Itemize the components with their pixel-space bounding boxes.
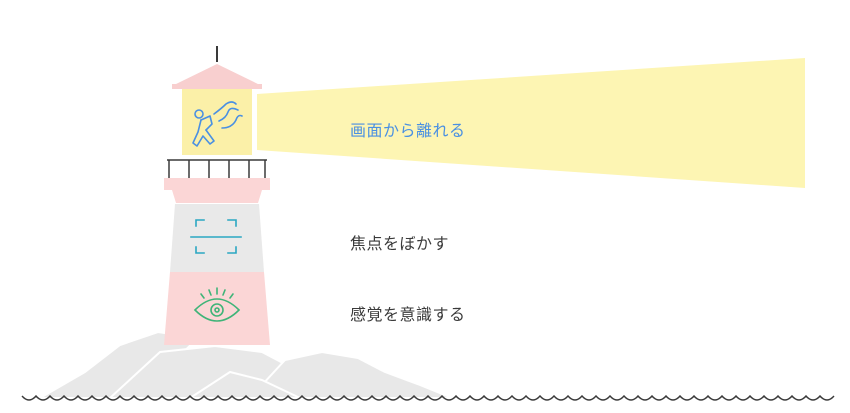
tower-middle-band <box>170 204 264 272</box>
focus-frame-icon <box>190 219 242 254</box>
walking-person-icon <box>192 101 243 147</box>
lantern-room <box>182 89 252 155</box>
sea-waves <box>21 394 835 401</box>
step-label-leave-screen: 画面から離れる <box>350 121 466 140</box>
step-label-blur-focus: 焦点をぼかす <box>350 234 450 253</box>
step-label-be-aware: 感覚を意識する <box>350 305 466 324</box>
roof-base <box>172 84 262 89</box>
roof <box>174 64 260 85</box>
light-beam <box>257 58 805 188</box>
eye-icon <box>193 287 241 322</box>
rocks <box>39 331 453 399</box>
gallery-deck <box>164 178 270 190</box>
gallery-railing <box>167 159 267 178</box>
tower-upper-band <box>172 190 262 203</box>
